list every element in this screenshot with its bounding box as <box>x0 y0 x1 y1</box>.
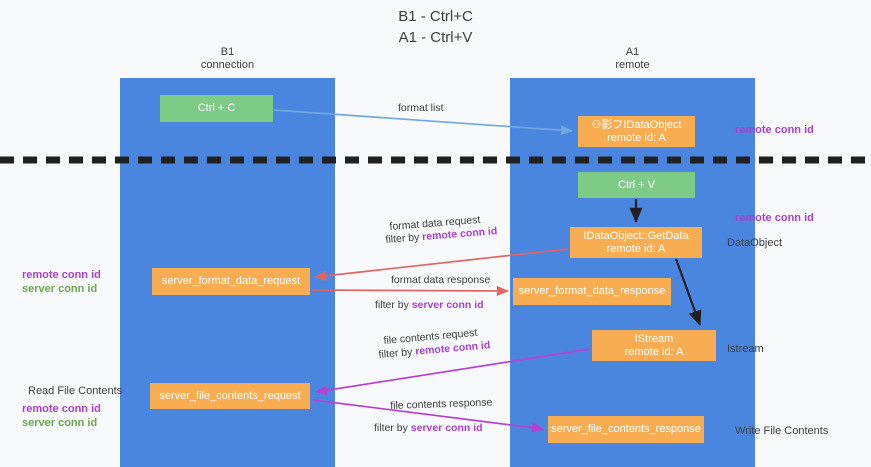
node-idataobject-getdata[interactable]: IDataObject::GetData remote id: A <box>570 227 702 258</box>
node-idataobject-remote-id: remote id: A <box>607 131 666 144</box>
node-ctrl-c[interactable]: Ctrl + C <box>160 95 273 122</box>
node-idataobject-getdata-remote-id: remote id: A <box>606 242 666 255</box>
annotation-left-conn-ids-mid: remote conn id server conn id <box>22 268 101 296</box>
lane-header-b1-line-2: connection <box>200 59 255 71</box>
label-file-contents-response: file contents response <box>390 396 493 412</box>
annotation-right-istream: Istream <box>727 343 764 355</box>
label-file-contents-response-filter: filter by server conn id <box>374 421 483 435</box>
label-file-contents-response-filter-value: server conn id <box>410 422 483 434</box>
node-server-format-data-request-label: server_format_data_request <box>161 275 301 287</box>
node-istream-remote-id: remote id: A <box>624 345 684 358</box>
annotation-left-remote-conn-id-mid: remote conn id <box>22 269 101 281</box>
node-idataobject[interactable]: ⚇影フIDataObject remote id: A <box>578 116 695 147</box>
label-file-contents-response-filter-prefix: filter by <box>374 422 411 434</box>
diagram-title: B1 - Ctrl+C A1 - Ctrl+V <box>0 6 871 48</box>
node-ctrl-c-label: Ctrl + C <box>197 102 236 114</box>
node-server-file-contents-request[interactable]: server_file_contents_request <box>150 383 310 409</box>
annotation-left-read-file-contents: Read File Contents <box>28 385 123 397</box>
lane-header-b1-line-1: B1 <box>220 46 235 58</box>
node-server-file-contents-response[interactable]: server_file_contents_response <box>548 416 704 443</box>
arrow-format-data-response <box>311 285 509 297</box>
node-istream[interactable]: IStream remote id: A <box>592 330 716 361</box>
annotation-left-server-conn-id-mid: server conn id <box>22 283 98 295</box>
label-format-data-response-filter-prefix: filter by <box>375 299 412 311</box>
lane-header-b1: B1 connection <box>120 46 335 72</box>
label-format-data-response: format data response <box>391 274 491 286</box>
node-ctrl-v-label: Ctrl + V <box>618 178 655 191</box>
annotation-right-write-file-contents: Write File Contents <box>735 425 829 437</box>
label-file-contents-request-filter-prefix: filter by <box>378 345 416 361</box>
node-server-format-data-response-label: server_format_data_response <box>518 285 666 297</box>
node-idataobject-label: ⚇影フIDataObject <box>591 118 682 131</box>
lane-header-a1-line-1: A1 <box>625 46 640 58</box>
lane-header-a1: A1 remote <box>510 46 755 72</box>
node-ctrl-v[interactable]: Ctrl + V <box>578 172 695 198</box>
lane-header-a1-line-2: remote <box>615 59 650 71</box>
node-server-file-contents-request-label: server_file_contents_request <box>159 389 301 402</box>
diagram-title-line-1: B1 - Ctrl+C <box>398 8 473 25</box>
node-server-format-data-request[interactable]: server_format_data_request <box>152 268 310 295</box>
annotation-left-conn-ids-bottom: remote conn id server conn id <box>22 402 101 430</box>
diagram-title-line-2: A1 - Ctrl+V <box>398 29 473 46</box>
label-format-data-request-filter-prefix: filter by <box>385 231 423 246</box>
annotation-left-server-conn-id-bottom: server conn id <box>22 417 98 429</box>
annotation-right-remote-conn-id-mid: remote conn id <box>735 212 814 224</box>
node-idataobject-getdata-label: IDataObject::GetData <box>583 229 689 242</box>
annotation-left-remote-conn-id-bottom: remote conn id <box>22 403 101 415</box>
annotation-right-remote-conn-id-top: remote conn id <box>735 124 814 136</box>
label-format-data-response-filter: filter by server conn id <box>375 298 484 312</box>
node-istream-label: IStream <box>634 332 674 345</box>
node-server-file-contents-response-label: server_file_contents_response <box>551 423 701 435</box>
label-format-list: format list <box>398 102 444 114</box>
annotation-right-dataobject: DataObject <box>727 237 783 249</box>
label-format-data-response-filter-value: server conn id <box>411 299 484 311</box>
node-server-format-data-response[interactable]: server_format_data_response <box>513 278 671 305</box>
